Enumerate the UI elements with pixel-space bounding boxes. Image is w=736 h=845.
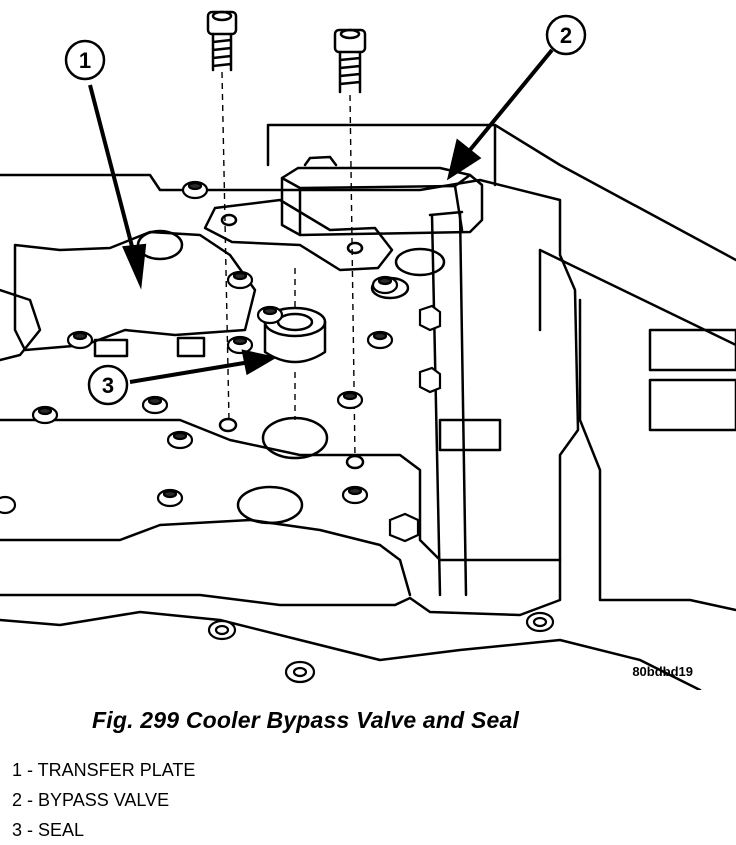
bolt-head	[366, 330, 394, 350]
case-window-upper	[648, 328, 736, 372]
cooler-tube	[428, 210, 468, 597]
legend-list: 1 - TRANSFER PLATE 2 - BYPASS VALVE 3 - …	[12, 755, 195, 845]
legend-item-transfer-plate: 1 - TRANSFER PLATE	[12, 760, 196, 780]
callout-1-leader	[88, 84, 137, 259]
transfer-plate-slot	[176, 336, 206, 358]
transfer-plate-hole	[236, 485, 304, 525]
bypass-valve-bracket	[203, 198, 394, 272]
bolt-head	[141, 395, 169, 415]
transfer-plate-hole	[394, 247, 446, 277]
bolt-head	[256, 305, 284, 325]
case-housing-outline	[266, 123, 736, 612]
alignment-line	[221, 71, 230, 421]
bolt-head	[156, 488, 184, 508]
bolt-head	[525, 611, 555, 633]
bypass-valve-cap	[303, 155, 338, 167]
bolt-head	[226, 270, 254, 290]
callout-1-number: 1	[79, 48, 91, 73]
bolt-head	[166, 430, 194, 450]
bolt-head	[31, 405, 59, 425]
bolt-head	[284, 660, 316, 684]
mounting-screw	[206, 10, 238, 72]
callout-3-number: 3	[102, 373, 114, 398]
lower-casting-outline	[0, 610, 702, 690]
callout-1-arrowhead	[122, 243, 147, 290]
callout-3-leader	[129, 360, 251, 384]
bypass-valve-screw-hole	[346, 241, 364, 255]
figure-code: 80bdbd19	[632, 664, 693, 679]
bolt-head	[66, 330, 94, 350]
callout-3-circle	[87, 364, 129, 406]
bolt-head	[226, 335, 254, 355]
callout-2-number: 2	[560, 23, 572, 48]
transfer-plate-slot	[93, 338, 129, 358]
callout-2-arrowhead	[446, 138, 482, 181]
transfer-plate-hole	[345, 454, 365, 470]
figure-caption: Fig. 299 Cooler Bypass Valve and Seal	[92, 707, 520, 733]
hex-bolt	[418, 304, 442, 332]
transfer-plate-inner-edge	[13, 230, 257, 352]
lower-valve-body-face	[0, 518, 412, 597]
legend-item-bypass-valve: 2 - BYPASS VALVE	[12, 790, 170, 810]
callout-1-circle	[64, 39, 106, 81]
bolt-head	[0, 495, 17, 515]
bypass-valve-screw-hole	[220, 213, 238, 227]
bolt-head	[181, 180, 209, 200]
hex-bolt	[418, 366, 442, 394]
transfer-plate-outline	[0, 173, 580, 617]
mounting-screw	[333, 28, 367, 94]
left-lever	[0, 288, 42, 362]
callout-2-leader	[468, 48, 554, 152]
bolt-head	[336, 390, 364, 410]
bolt-head	[207, 619, 237, 641]
legend-item-seal: 3 - SEAL	[12, 820, 85, 840]
callout-2-circle	[545, 14, 587, 56]
transfer-plate-slot	[438, 418, 502, 452]
bolt-head	[371, 275, 399, 295]
lower-valve-body-edge	[0, 418, 562, 562]
callout-3-arrowhead	[241, 349, 278, 376]
case-window-lower	[648, 378, 736, 432]
transfer-plate-hole	[218, 417, 238, 433]
valve-body-illustration: 1 2 3 80bdbd19	[0, 10, 736, 690]
bolt-head	[341, 485, 369, 505]
bypass-valve-body	[280, 166, 484, 237]
transfer-plate-hole	[261, 416, 329, 460]
hex-bolt	[388, 512, 420, 543]
